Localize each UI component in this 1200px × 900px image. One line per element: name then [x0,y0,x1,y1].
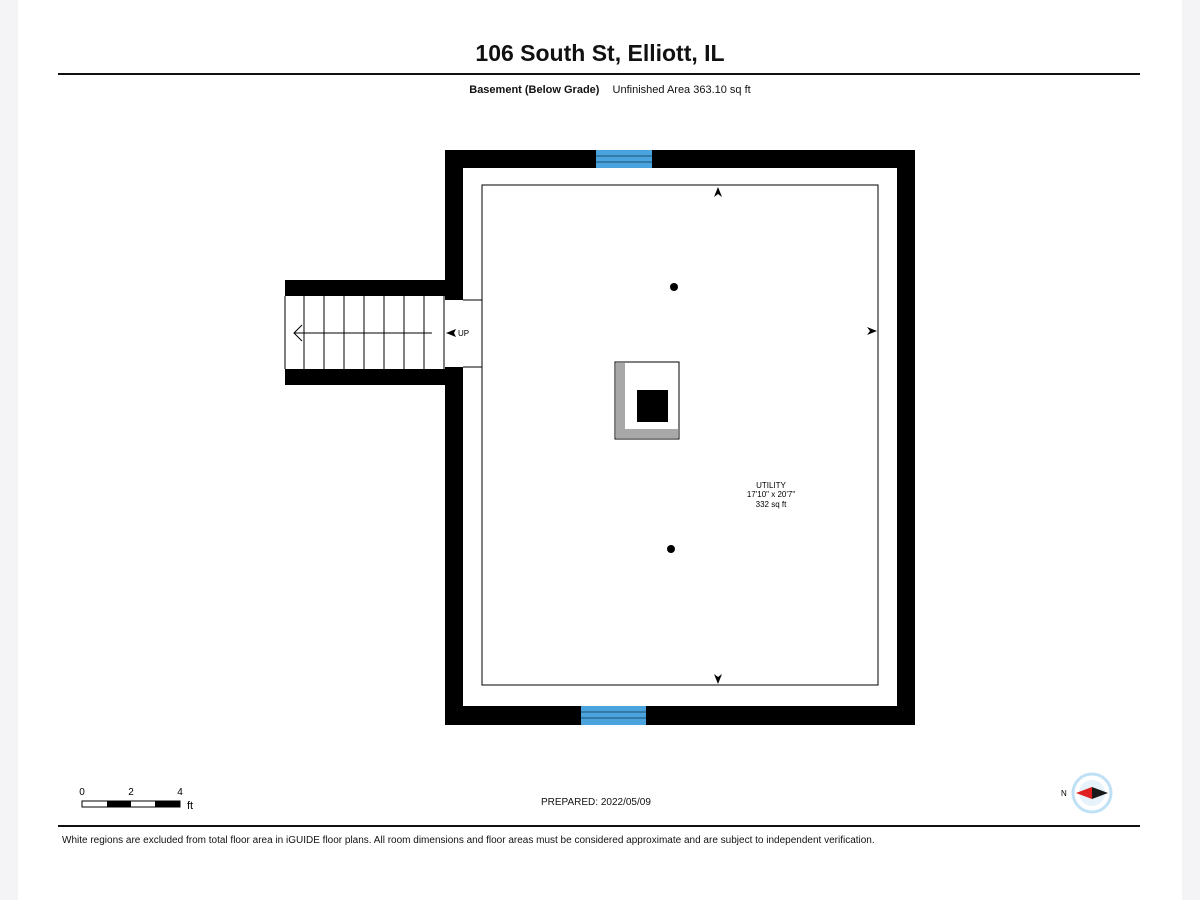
header-divider [58,73,1140,75]
chimney [614,361,680,440]
room-outline [481,184,879,686]
stairs-up-label: UP [458,329,469,338]
east-marker-icon [867,327,877,335]
disclaimer-text: White regions are excluded from total fl… [62,835,875,846]
up-arrow-icon [446,329,456,337]
north-marker-icon [714,187,722,197]
windows [581,150,652,725]
scale-tick-label: 2 [128,787,134,798]
scale-bar: 0 2 4 ft [79,787,193,812]
compass: N [1061,772,1113,814]
scale-tick-label: 4 [177,787,183,798]
compass-north-label: N [1061,789,1067,798]
window-south [581,706,646,725]
page-title: 106 South St, Elliott, IL [475,40,725,66]
south-wall [445,706,915,725]
west-wall-lower [445,367,463,725]
window-north [596,150,652,168]
room-name: UTILITY [756,481,786,490]
north-wall [445,150,915,168]
room-dimensions: 17'10" x 20'7" [747,490,795,499]
floor-label: Basement (Below Grade) [469,84,600,96]
scale-tick-label: 0 [79,787,85,798]
walls [285,150,915,725]
support-post-icon [667,545,675,553]
scale-unit-label: ft [187,800,193,812]
floor-subtitle: Basement (Below Grade) Unfinished Area 3… [0,84,1200,96]
stairwell-wall-north [285,280,463,296]
west-wall-upper [445,150,463,300]
room-area: 332 sq ft [756,500,787,509]
compass-needle-icon [1076,787,1092,799]
support-post-icon [670,283,678,291]
area-label: Unfinished Area 363.10 sq ft [612,84,751,96]
stairwell-wall-south [285,369,463,385]
staircase [284,296,456,369]
south-marker-icon [714,674,722,684]
stair-arrowhead-icon [293,324,303,342]
prepared-date: PREPARED: 2022/05/09 [541,797,651,808]
east-wall [897,150,915,725]
footer-divider [58,825,1140,827]
